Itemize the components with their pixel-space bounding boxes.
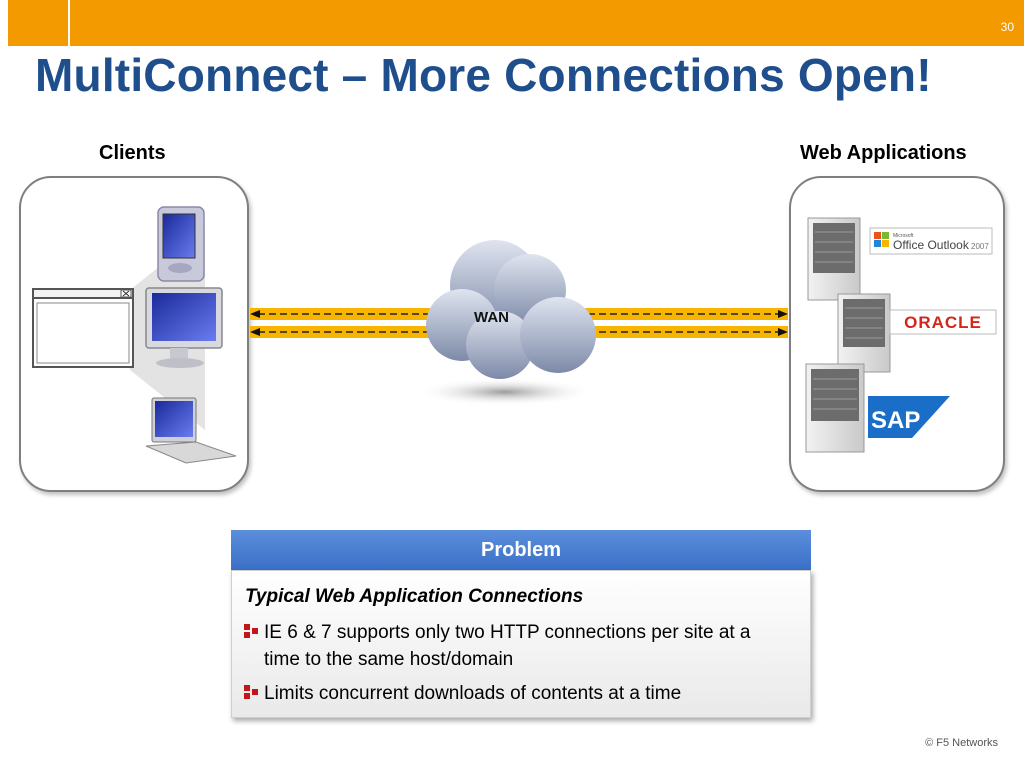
clients-label: Clients: [99, 142, 166, 164]
bullet-line: time to the same host/domain: [264, 649, 514, 670]
desktop-monitor-icon: [145, 287, 223, 368]
header-bar: 30: [8, 0, 1024, 46]
server-icon: [805, 363, 865, 453]
sap-logo-text: SAP: [871, 407, 920, 434]
server-icon: [837, 293, 891, 373]
sap-logo: SAP: [868, 396, 950, 438]
oracle-logo-text: ORACLE: [904, 313, 982, 332]
bullet-line: Limits concurrent downloads of contents …: [264, 683, 682, 704]
wan-label: WAN: [474, 309, 509, 326]
problem-bullet-text: IE 6 & 7 supports only two HTTP connecti…: [264, 619, 751, 673]
bullet-icon: [244, 685, 258, 699]
problem-subtitle: Typical Web Application Connections: [245, 586, 584, 607]
outlook-logo-year: 2007: [971, 242, 989, 251]
slide-title: MultiConnect – More Connections Open!: [35, 49, 932, 101]
copyright-footer: © F5 Networks: [925, 737, 998, 749]
laptop-icon: [145, 397, 237, 464]
bullet-icon: [244, 624, 258, 638]
bullet-line: IE 6 & 7 supports only two HTTP connecti…: [264, 622, 751, 643]
wan-cloud-icon: [415, 240, 596, 406]
problem-panel: Problem Typical Web Application Connecti…: [231, 530, 811, 718]
slide-number: 30: [1000, 20, 1014, 34]
header-bar-segment: [8, 0, 70, 46]
pda-icon: [157, 206, 205, 282]
web-applications-label: Web Applications: [800, 142, 967, 164]
problem-body: Typical Web Application Connections IE 6…: [231, 570, 811, 718]
oracle-logo: ORACLE: [889, 309, 997, 335]
outlook-logo: Microsoft Office Outlook 2007: [869, 227, 993, 255]
problem-header: Problem: [231, 530, 811, 570]
outlook-logo-main: Office Outlook: [893, 238, 970, 252]
server-icon: [807, 217, 861, 301]
outlook-logo-small: Microsoft: [893, 233, 914, 239]
problem-bullet-text: Limits concurrent downloads of contents …: [264, 680, 681, 707]
browser-window-icon: [32, 288, 134, 368]
